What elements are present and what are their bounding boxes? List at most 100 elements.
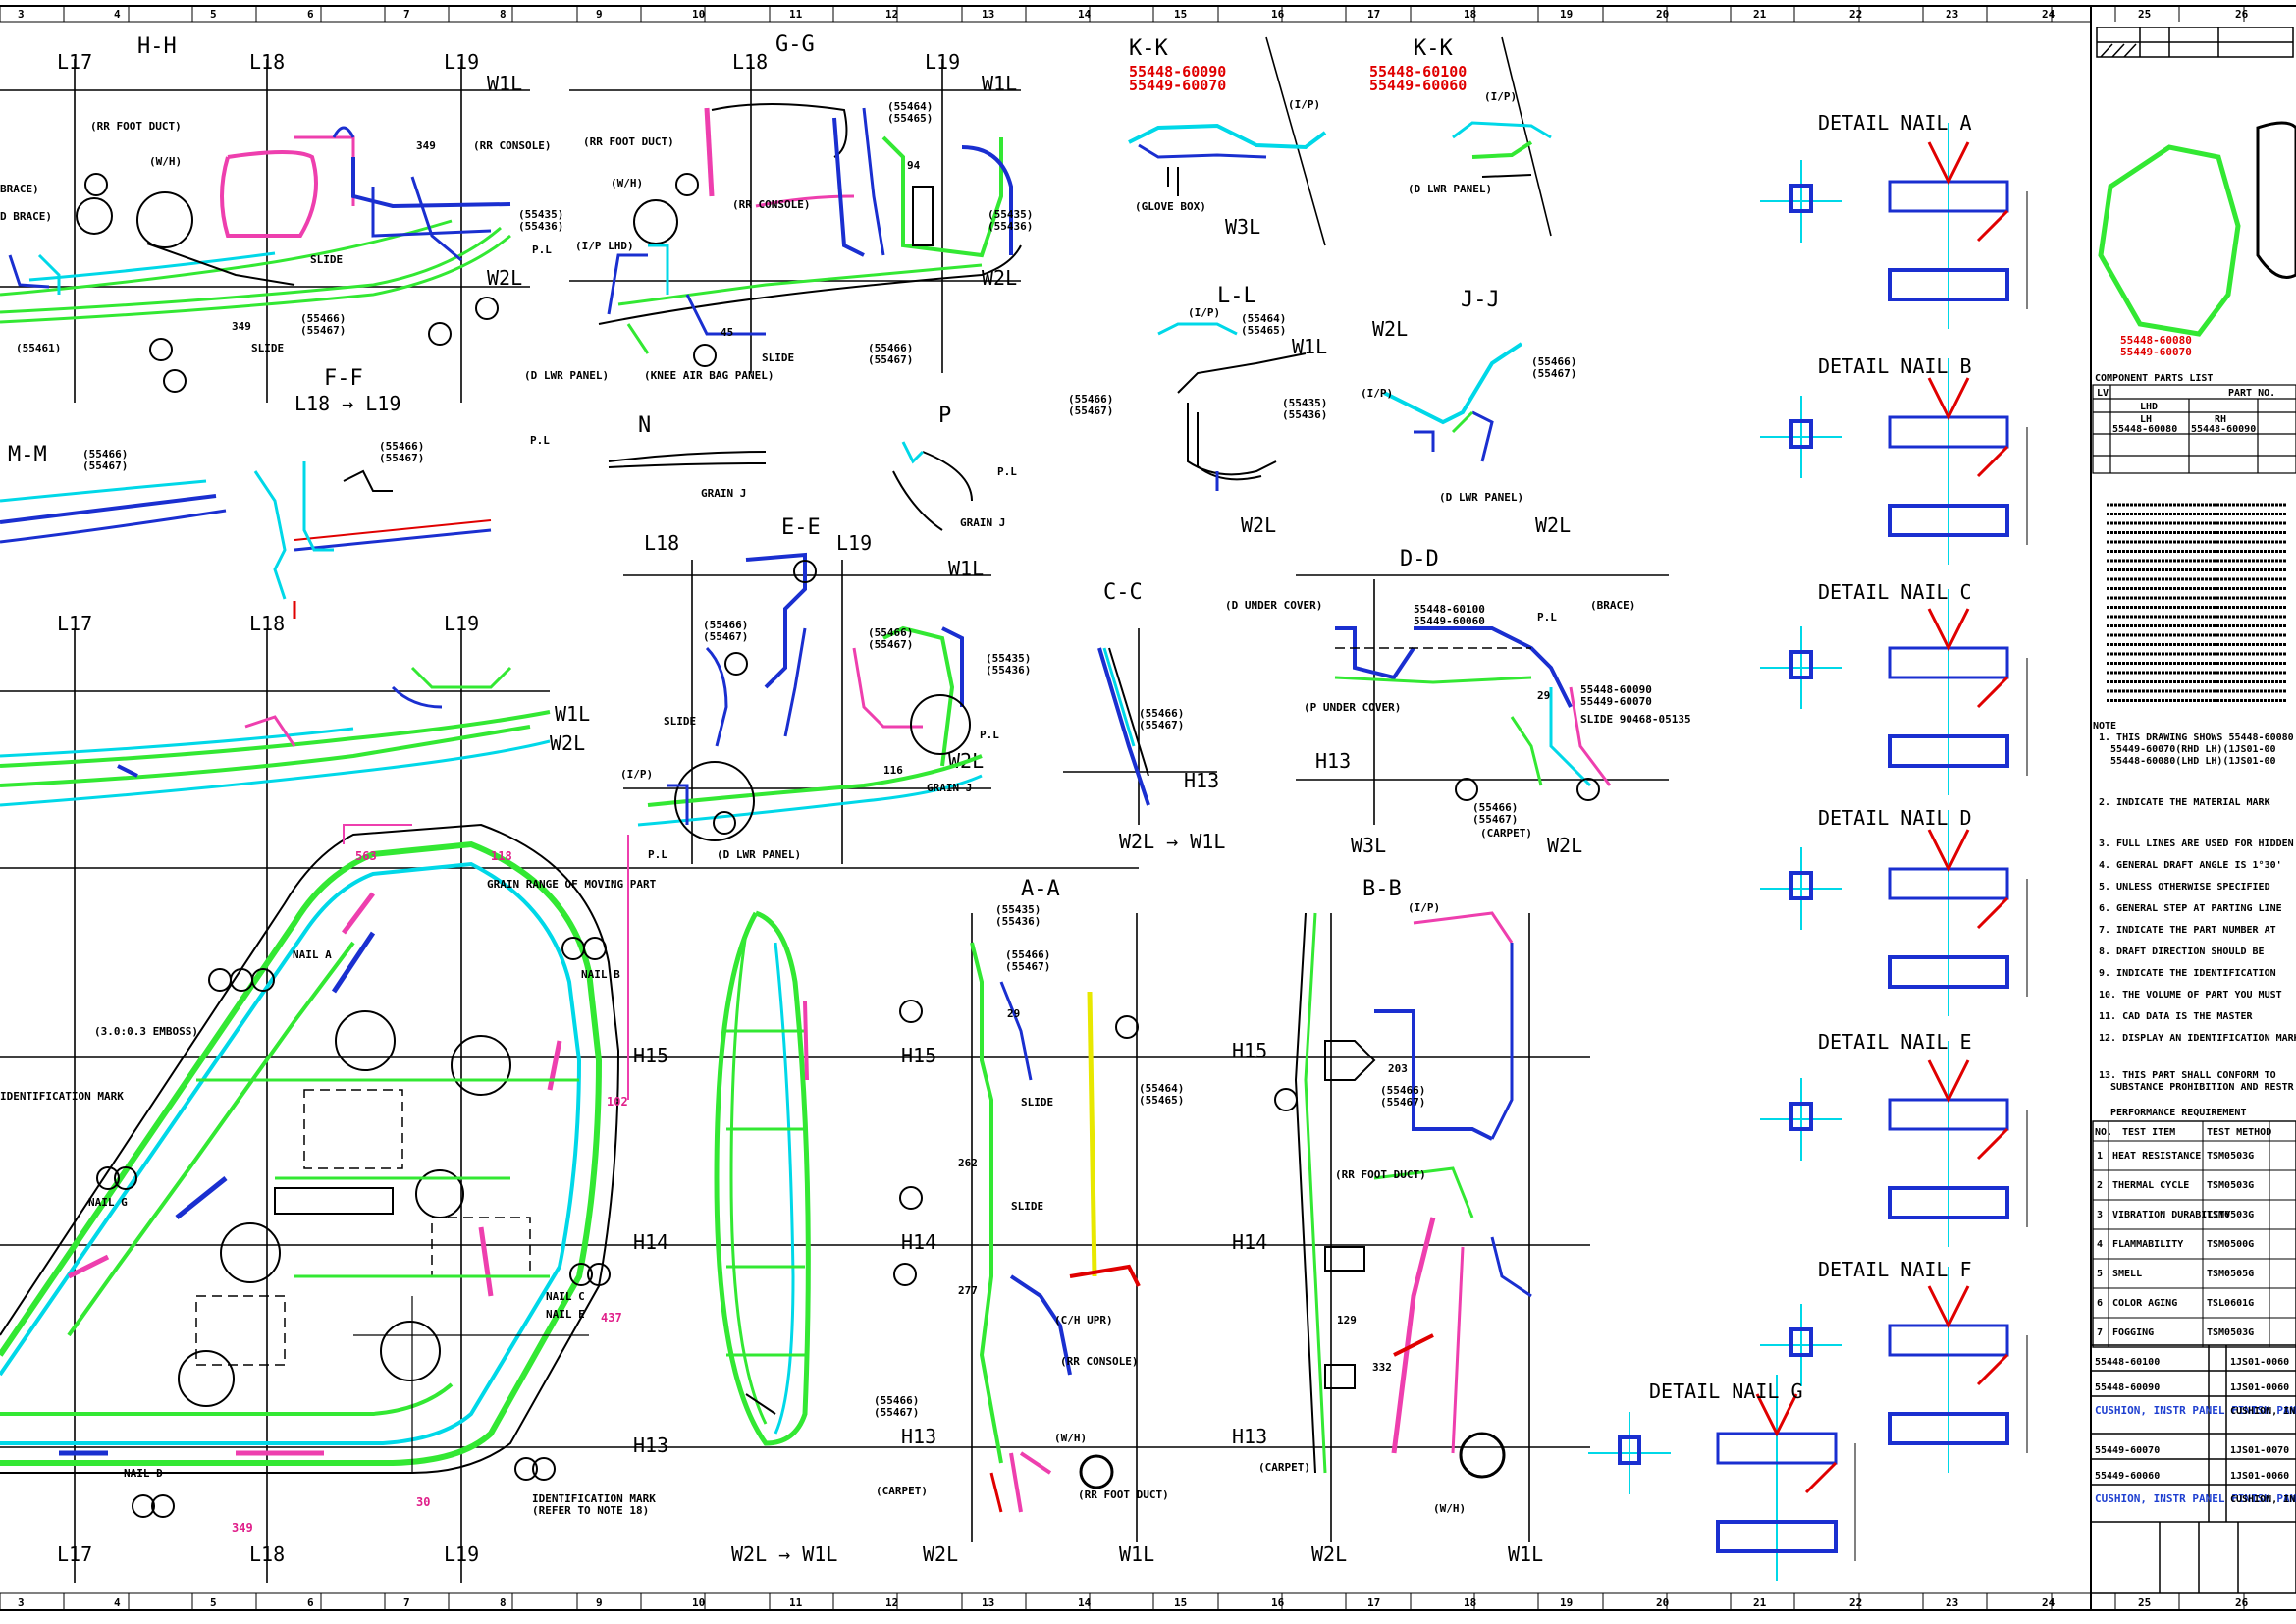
callout-slide-2: SLIDE xyxy=(251,342,284,354)
detail-title-c: DETAIL NAIL C xyxy=(1818,580,1972,604)
ruler-number-top: 12 xyxy=(885,8,898,21)
label-cc-h13: H13 xyxy=(1184,769,1219,792)
ruler-number-top: 6 xyxy=(307,8,314,21)
callout-wh-gg: (W/H) xyxy=(611,177,643,189)
ruler-number-bottom: 8 xyxy=(500,1597,507,1609)
notes-block xyxy=(2107,503,2287,702)
balloon-circle xyxy=(1274,1088,1298,1111)
callout-ip-ee: (I/P) xyxy=(620,768,653,781)
note-11: 11. CAD DATA IS THE MASTER xyxy=(2099,1011,2254,1022)
note-13: 13. THIS PART SHALL CONFORM TO xyxy=(2099,1070,2276,1081)
section-n: N xyxy=(638,413,651,438)
callout-identification-mark: IDENTIFICATION MARK xyxy=(532,1492,656,1505)
label-mid-l18: L18 xyxy=(249,612,285,635)
callout-rr-console-gg: (RR CONSOLE) xyxy=(732,198,810,211)
callout-nail-e: NAIL E xyxy=(546,1308,585,1321)
label-gg-w1l: W1L xyxy=(982,72,1017,95)
component-row1b: 55448-60090 xyxy=(2191,424,2256,435)
grid-labels: L17 L18 L19 W1L W2L L18 L19 W1L W2L L18 … xyxy=(57,50,1582,1566)
callout-emboss: (3.0:0.3 EMBOSS) xyxy=(94,1025,198,1038)
callout-wh-aa: (W/H) xyxy=(1054,1432,1087,1444)
balloon-circle xyxy=(1455,778,1478,801)
performance-row-no: 4 xyxy=(2097,1239,2103,1250)
component-outline-2 xyxy=(2256,121,2296,279)
ruler-number-bottom: 9 xyxy=(596,1597,603,1609)
callout-rr-foot-duct: (RR FOOT DUCT) xyxy=(90,120,182,133)
callout-55467-bb: (55467) xyxy=(1380,1096,1425,1109)
ruler-number-bottom: 11 xyxy=(789,1597,803,1609)
component-row1: 55448-60080 xyxy=(2112,424,2177,435)
performance-row-item: SMELL xyxy=(2112,1269,2142,1279)
performance-header-method: TEST METHOD xyxy=(2207,1127,2271,1138)
nail-detail-view xyxy=(1760,589,2028,795)
component-lv: LV xyxy=(2097,388,2109,399)
callout-55466-hh: (55466) xyxy=(300,312,346,325)
callout-ip-bb: (I/P) xyxy=(1408,901,1440,914)
balloon-circle xyxy=(428,322,452,346)
section-kk-1: K-K xyxy=(1129,36,1168,61)
dim-45: 45 xyxy=(721,326,733,339)
label-aa-w1l: W1L xyxy=(1119,1543,1154,1566)
dim-203: 203 xyxy=(1388,1062,1408,1075)
ruler-number-top: 7 xyxy=(403,8,410,21)
callout-rr-console: (RR CONSOLE) xyxy=(473,139,551,152)
view-cc-dd xyxy=(1097,626,1612,806)
component-lh: LH xyxy=(2140,414,2152,425)
callout-ip-jj: (I/P) xyxy=(1361,387,1393,400)
label-l19: L19 xyxy=(444,50,479,74)
performance-row-item: FOGGING xyxy=(2112,1327,2154,1338)
callout-d-lwr-panel-gg: (D LWR PANEL) xyxy=(524,369,609,382)
balloon-circle xyxy=(84,173,108,196)
reference-lines xyxy=(0,36,1669,1583)
ruler-number-bottom: 12 xyxy=(885,1597,898,1609)
callout-nail-d: NAIL D xyxy=(124,1467,163,1480)
label-bb-h15: H15 xyxy=(1232,1039,1267,1062)
ruler-number-top: 19 xyxy=(1560,8,1573,21)
label-dd-h13: H13 xyxy=(1315,749,1351,773)
ruler-number-bottom: 14 xyxy=(1078,1597,1092,1609)
callout-pl-dd: P.L xyxy=(1537,611,1557,623)
title-desc1: CUSHION, INSTR PANEL FINISH PANEL No.2 xyxy=(2095,1404,2296,1417)
label-gg-l18: L18 xyxy=(732,50,768,74)
callout-nail-g: NAIL G xyxy=(88,1196,128,1209)
nail-detail-view xyxy=(1760,810,2028,1016)
ruler-number-bottom: 4 xyxy=(114,1597,121,1609)
component-lhd: LHD xyxy=(2140,402,2158,412)
callout-55467-aa-2: (55467) xyxy=(874,1406,919,1419)
callout-55436-aa: (55436) xyxy=(995,915,1041,928)
callout-grain-j-n: GRAIN J xyxy=(701,487,746,500)
label-l17: L17 xyxy=(57,50,92,74)
section-ff: F-F xyxy=(324,366,363,391)
label-dd-w3l: W3L xyxy=(1351,834,1386,857)
performance-row-item: FLAMMABILITY xyxy=(2112,1239,2183,1250)
ruler-number-bottom: 25 xyxy=(2138,1597,2151,1609)
label-ee-l18: L18 xyxy=(644,531,679,555)
callout-grain-range: GRAIN RANGE OF MOVING PART xyxy=(487,878,657,891)
callout-d-brace: D BRACE) xyxy=(0,210,52,223)
label-mid-w2l: W2L xyxy=(550,731,585,755)
ruler-number-top: 11 xyxy=(789,8,803,21)
dim-129: 129 xyxy=(1337,1314,1357,1326)
nail-detail-view xyxy=(1760,358,2028,565)
balloon-circle xyxy=(132,1494,155,1518)
performance-title: PERFORMANCE REQUIREMENT xyxy=(2110,1108,2246,1118)
label-kk-w3l-w2l: W3L xyxy=(1225,215,1260,239)
label-w2l-w1l: W2L → W1L xyxy=(731,1543,837,1566)
label-bb-w2l: W2L xyxy=(1311,1543,1347,1566)
performance-row-no: 7 xyxy=(2097,1327,2103,1338)
callout-nail-c: NAIL C xyxy=(546,1290,585,1303)
nail-detail-view xyxy=(1760,1267,2028,1473)
view-gg xyxy=(598,103,1022,354)
view-bb xyxy=(1294,911,1532,1479)
balloon-circle xyxy=(724,652,748,676)
component-outline xyxy=(2098,144,2241,337)
callout-nail-b: NAIL B xyxy=(581,968,620,981)
dim-29: 29 xyxy=(1007,1007,1020,1020)
detail-title-g: DETAIL NAIL G xyxy=(1649,1380,1803,1403)
dim-349-b: 349 xyxy=(232,320,251,333)
callout-d-lwr-kk2: (D LWR PANEL) xyxy=(1408,183,1492,195)
dim-118: 118 xyxy=(491,849,512,863)
callout-slide-part: SLIDE 90468-05135 xyxy=(1580,713,1691,726)
performance-row-no: 1 xyxy=(2097,1151,2103,1162)
callout-ip-kk2: (I/P) xyxy=(1484,90,1517,103)
